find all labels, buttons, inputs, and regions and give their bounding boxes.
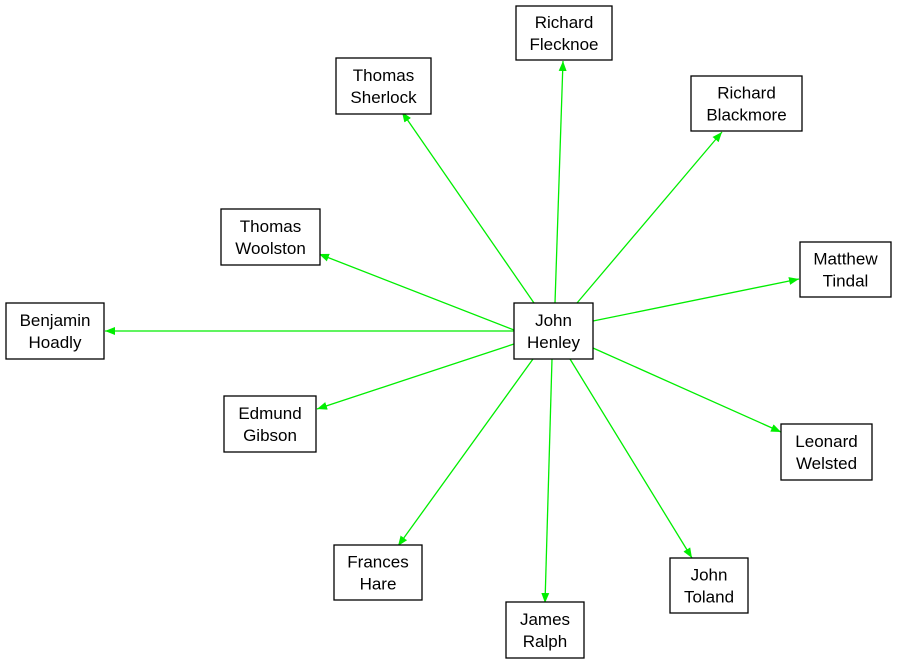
node-box bbox=[223, 395, 317, 453]
node-label-line: Woolston bbox=[235, 239, 306, 258]
node-label-line: Blackmore bbox=[706, 106, 786, 125]
node-box bbox=[505, 601, 585, 659]
node-label-line: Sherlock bbox=[350, 88, 417, 107]
node-box bbox=[335, 57, 432, 115]
edge-henley-to-sherlock bbox=[401, 111, 535, 304]
node-label-line: Thomas bbox=[353, 66, 414, 85]
edge-henley-to-ralph bbox=[541, 358, 553, 604]
node-box bbox=[220, 208, 321, 266]
node-label-line: Benjamin bbox=[20, 311, 91, 330]
edge-henley-to-tindal bbox=[592, 277, 800, 322]
node-label-line: Flecknoe bbox=[530, 35, 599, 54]
node-label-line: Welsted bbox=[796, 454, 857, 473]
node-label-line: Ralph bbox=[523, 632, 567, 651]
node-label-line: John bbox=[691, 566, 728, 585]
node-box bbox=[333, 544, 423, 601]
node-box bbox=[513, 302, 594, 360]
node-box bbox=[780, 423, 873, 481]
edge-henley-to-hare bbox=[397, 358, 534, 547]
node-label-line: Edmund bbox=[238, 404, 301, 423]
edge-henley-to-woolston bbox=[318, 253, 515, 331]
node-label-line: John bbox=[535, 311, 572, 330]
edge-henley-to-toland bbox=[569, 358, 693, 559]
edge-henley-to-welsted bbox=[592, 347, 782, 433]
node-label-line: Thomas bbox=[240, 217, 301, 236]
node-label-line: Hoadly bbox=[29, 333, 82, 352]
node-label-line: Matthew bbox=[813, 250, 878, 269]
node-box bbox=[669, 557, 749, 614]
node-label-line: Hare bbox=[360, 575, 397, 594]
node-label-line: Toland bbox=[684, 588, 734, 607]
node-label-line: Frances bbox=[347, 553, 408, 572]
edge-henley-to-gibson bbox=[316, 343, 515, 410]
node-box bbox=[799, 241, 892, 298]
node-label-line: Richard bbox=[535, 13, 594, 32]
node-label-line: Richard bbox=[717, 84, 776, 103]
node-box bbox=[5, 302, 105, 360]
node-label-line: Henley bbox=[527, 333, 580, 352]
node-label-line: James bbox=[520, 610, 570, 629]
edges-layer bbox=[105, 60, 800, 604]
node-label-line: Gibson bbox=[243, 426, 297, 445]
edge-henley-to-blackmore bbox=[576, 131, 723, 304]
node-label-line: Leonard bbox=[795, 432, 857, 451]
node-label-line: Tindal bbox=[823, 272, 869, 291]
edge-henley-to-flecknoe bbox=[554, 60, 567, 304]
node-box bbox=[515, 5, 613, 61]
node-box bbox=[690, 75, 803, 132]
